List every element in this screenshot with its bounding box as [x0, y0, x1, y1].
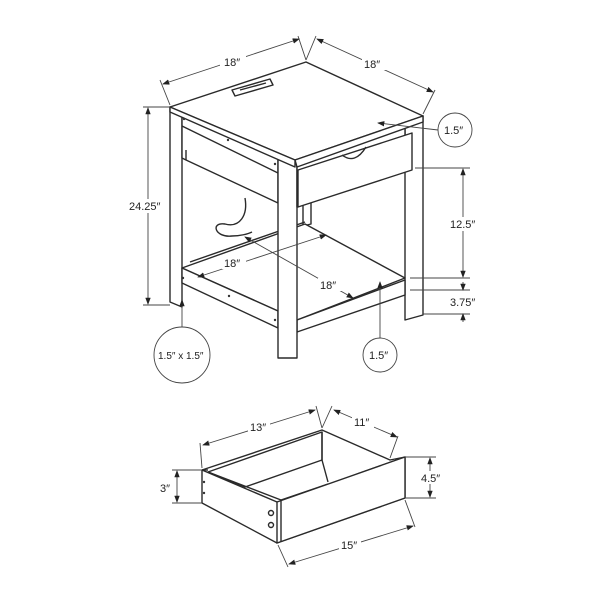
- drawer-side-height-label: 3″: [160, 483, 170, 495]
- top-side-edge: [169, 106, 296, 168]
- shelf-depth-label: 18″: [320, 280, 336, 292]
- dowel-hole: [267, 521, 275, 529]
- left-leg: [169, 106, 183, 308]
- top-edge: [294, 115, 424, 168]
- screw-dots: [181, 117, 277, 322]
- top-depth-label: 18″: [364, 59, 380, 71]
- leg-size-label: 1.5″ x 1.5″: [158, 351, 204, 362]
- drawer-drawing: [201, 429, 406, 544]
- shelf-thickness-label: 1.5″: [369, 350, 388, 362]
- front-leg: [277, 154, 298, 359]
- dowel-hole: [267, 509, 275, 517]
- drawer-dimensions: 13″ 11″ 3″ 4.5″ 15″: [160, 405, 443, 568]
- drawer-depth-label: 11″: [354, 417, 369, 429]
- drawer-front-height-label: 4.5″: [421, 473, 440, 485]
- drawer-length-label: 13″: [250, 422, 266, 434]
- shelf-to-drawer-label: 12.5″: [450, 219, 475, 231]
- drawer-front-width-label: 15″: [341, 540, 357, 552]
- power-cord: [215, 197, 253, 237]
- table-dimensions: 18″ 18″ 24.25″ 12.5″ 3.75″ 18″ 18″ 1.5″ …: [128, 35, 480, 384]
- end-table-drawing: [169, 61, 424, 359]
- drawer-front: [297, 132, 413, 208]
- height-label: 24.25″: [129, 201, 161, 213]
- shelf-width-label: 18″: [224, 258, 240, 270]
- top-thickness-label: 1.5″: [444, 125, 463, 137]
- top-width-label: 18″: [224, 57, 240, 69]
- drawer-pull-cutout: [341, 146, 367, 160]
- floor-clearance-label: 3.75″: [450, 297, 475, 309]
